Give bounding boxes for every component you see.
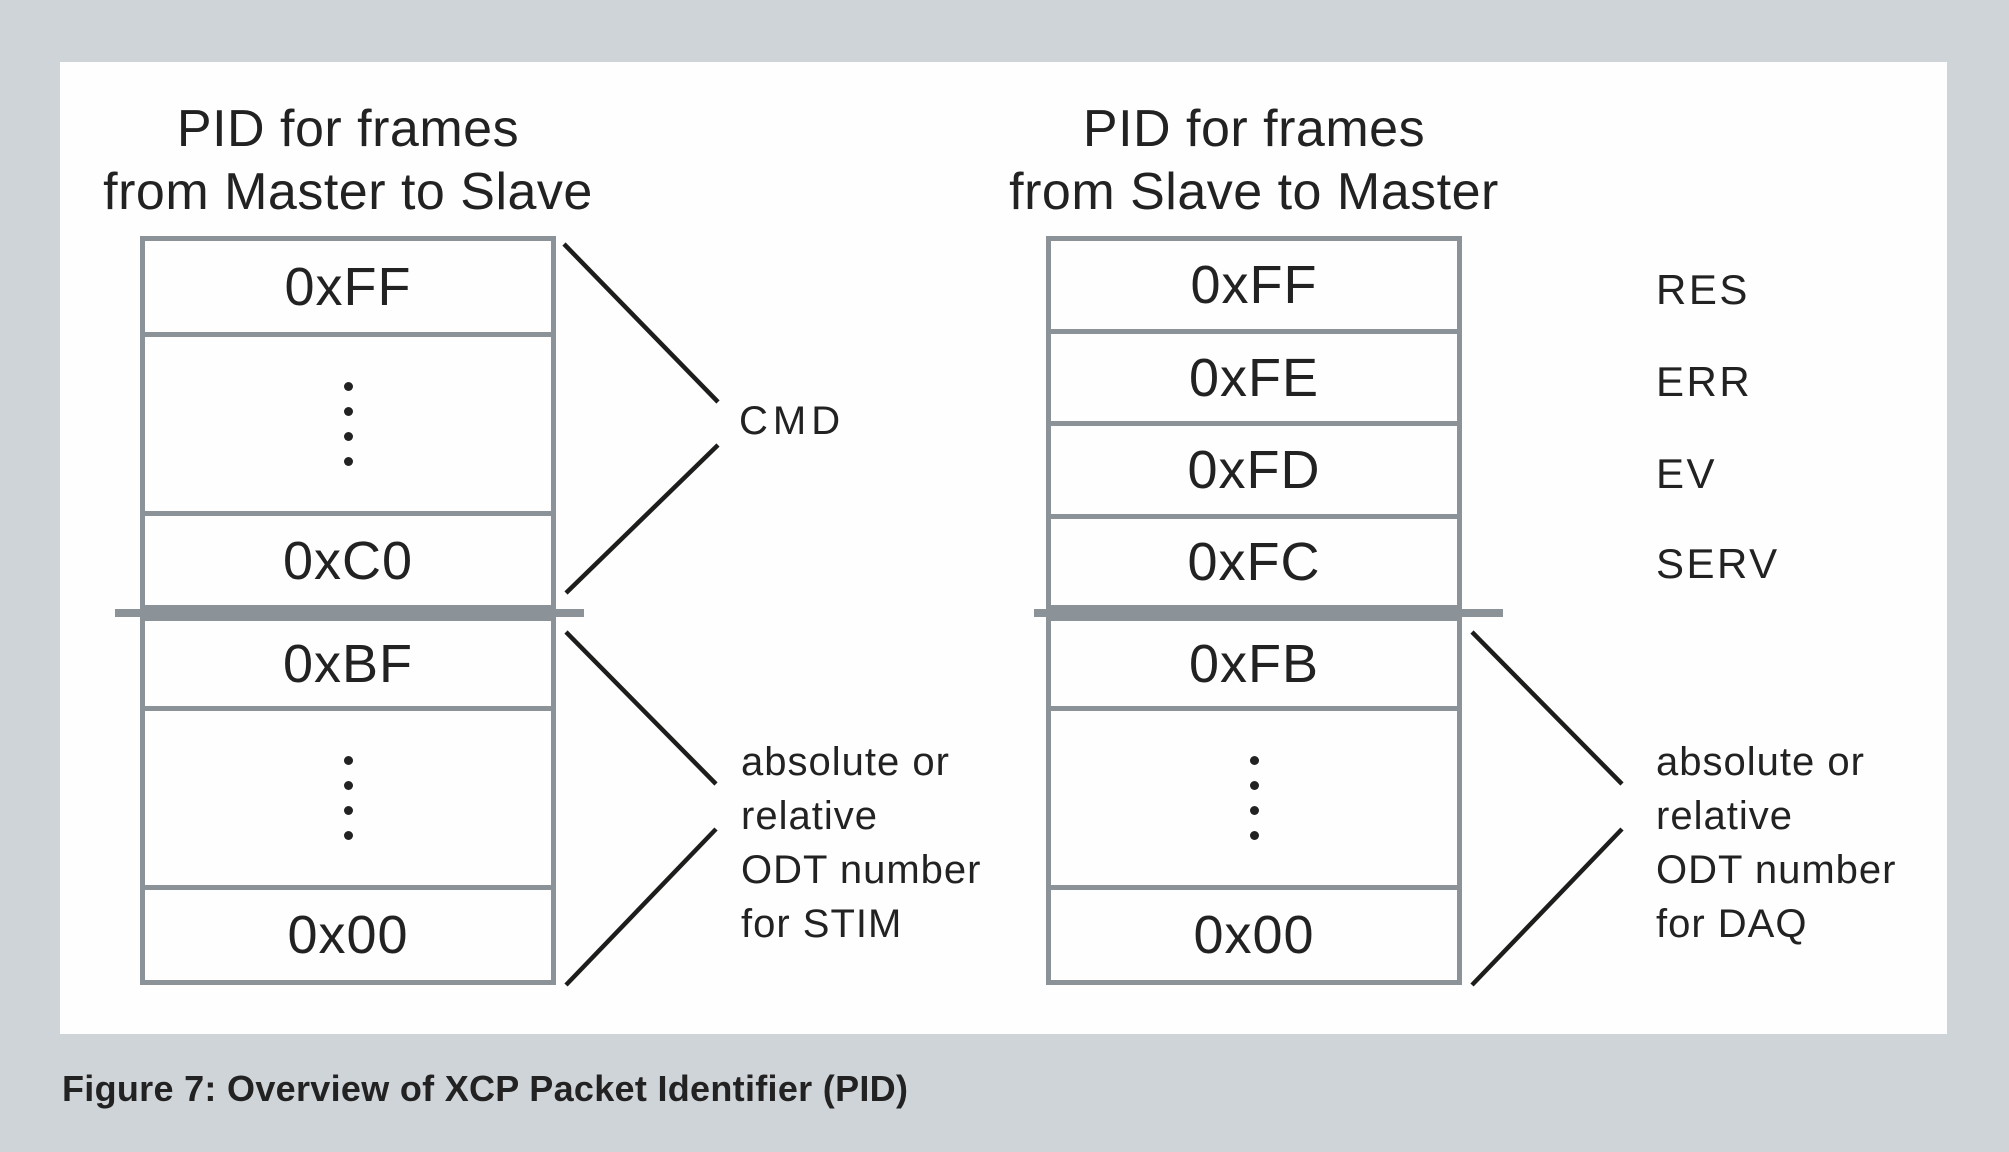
cmd-label: CMD	[739, 399, 846, 443]
left-title-line1: PID for frames	[176, 100, 520, 158]
pid-cell-0xfb: 0xFB	[1188, 633, 1320, 694]
pid-cell-0xfc: 0xFC	[1051, 514, 1457, 605]
cmd-bracket-lower-line	[564, 443, 720, 595]
right-title-line2: from Slave to Master	[1009, 163, 1499, 221]
stim-label-line3: ODT number	[741, 848, 982, 892]
dot-icon	[343, 457, 353, 466]
range-separator-right	[1034, 609, 1503, 617]
dot-icon	[1249, 781, 1259, 790]
dot-icon	[343, 756, 353, 765]
pid-cell-0x00-master: 0x00	[145, 885, 551, 980]
dot-icon	[1249, 831, 1259, 840]
daq-bracket-lower-line	[1470, 827, 1624, 987]
figure-panel: PID for frames from Master to Slave 0xFF…	[60, 62, 1947, 1034]
pid-cell-0xff-slave: 0xFF	[1190, 255, 1318, 315]
row-label-serv: SERV	[1656, 540, 1780, 587]
stim-bracket-lower-line	[564, 827, 718, 987]
stim-label-line1: absolute or	[741, 740, 950, 784]
dot-icon	[343, 382, 353, 391]
pid-cell-0xff-master: 0xFF	[284, 256, 412, 317]
dot-icon	[343, 407, 353, 416]
pid-table-master-upper: 0xFF 0xC0	[140, 236, 556, 610]
pid-table-master-lower: 0xBF 0x00	[140, 616, 556, 985]
pid-cell-0xc0: 0xC0	[145, 511, 551, 605]
daq-label-line2: relative	[1656, 794, 1793, 838]
pid-cell-0xfe: 0xFE	[1051, 329, 1457, 421]
dot-icon	[343, 831, 353, 840]
pid-table-slave-upper: 0xFF 0xFE 0xFD 0xFC	[1046, 236, 1462, 610]
stim-label: absolute or relative ODT number for STIM	[741, 735, 981, 951]
dot-icon	[343, 432, 353, 441]
stim-label-line2: relative	[741, 794, 878, 838]
left-title-line2: from Master to Slave	[103, 163, 593, 221]
pid-table-slave-lower: 0xFB 0x00	[1046, 616, 1462, 985]
row-label-err: ERR	[1656, 358, 1753, 405]
range-separator-left	[115, 609, 584, 617]
stim-bracket-upper-line	[564, 630, 718, 786]
left-diagram-title: PID for frames from Master to Slave	[28, 98, 668, 224]
cmd-bracket-upper-line	[562, 242, 720, 404]
dot-icon	[1249, 806, 1259, 815]
figure-caption: Figure 7: Overview of XCP Packet Identif…	[62, 1068, 909, 1109]
ellipsis-dots	[145, 706, 551, 885]
ellipsis-dots	[145, 332, 551, 511]
daq-label-line1: absolute or	[1656, 740, 1865, 784]
pid-cell-0xbf: 0xBF	[282, 633, 414, 694]
pid-cell-0x00-slave: 0x00	[1051, 885, 1457, 980]
stim-label-line4: for STIM	[741, 902, 903, 946]
right-diagram-title: PID for frames from Slave to Master	[934, 98, 1574, 224]
right-title-line1: PID for frames	[1082, 100, 1426, 158]
row-label-ev: EV	[1656, 450, 1718, 497]
dot-icon	[343, 781, 353, 790]
dot-icon	[1249, 756, 1259, 765]
ellipsis-dots	[1051, 706, 1457, 885]
dot-icon	[343, 806, 353, 815]
daq-label: absolute or relative ODT number for DAQ	[1656, 735, 1896, 951]
daq-bracket-upper-line	[1470, 630, 1624, 786]
pid-cell-0xfd: 0xFD	[1051, 421, 1457, 514]
row-label-res: RES	[1656, 266, 1750, 313]
daq-label-line3: ODT number	[1656, 848, 1897, 892]
daq-label-line4: for DAQ	[1656, 902, 1808, 946]
